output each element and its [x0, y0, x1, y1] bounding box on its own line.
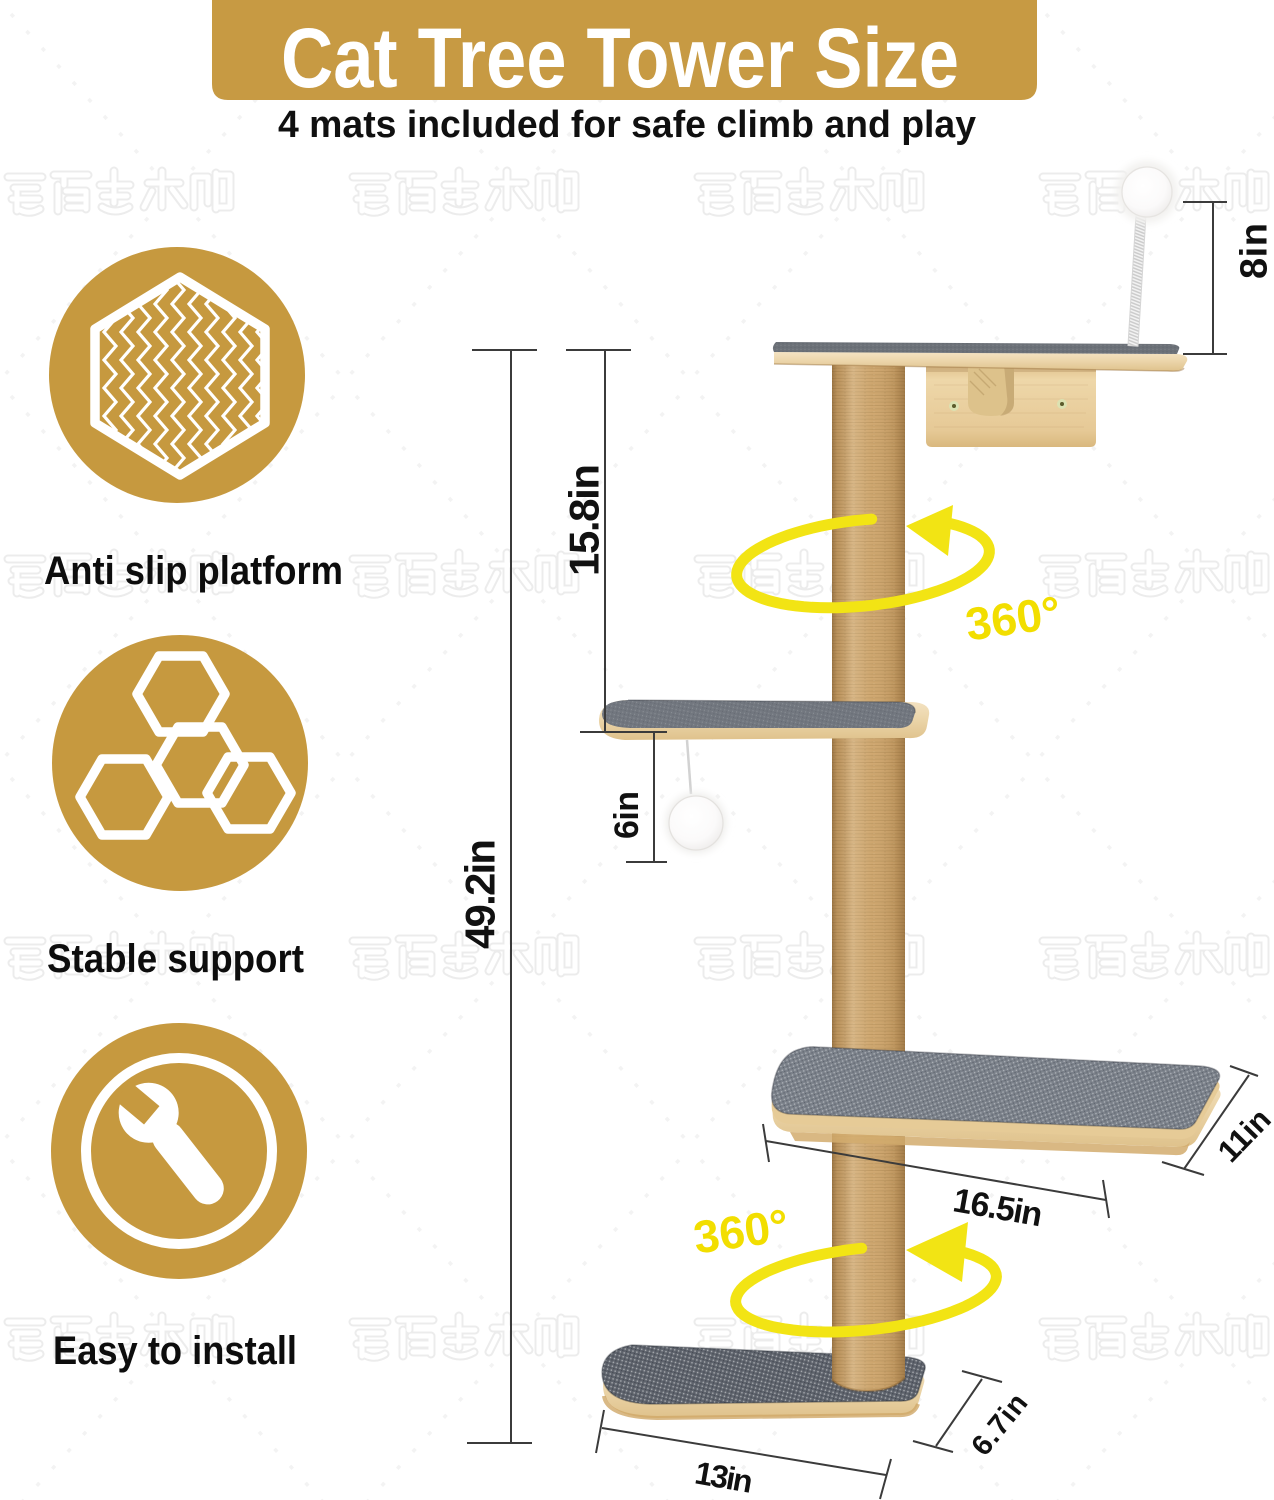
- svg-text:6in: 6in: [608, 791, 646, 839]
- svg-text:15.8in: 15.8in: [561, 464, 608, 576]
- svg-text:8in: 8in: [1233, 223, 1274, 279]
- svg-text:Stable support: Stable support: [47, 937, 304, 981]
- svg-text:Cat Tree Tower Size: Cat Tree Tower Size: [281, 11, 959, 105]
- svg-text:Anti slip platform: Anti slip platform: [44, 549, 343, 593]
- svg-text:Easy to install: Easy to install: [53, 1329, 297, 1373]
- svg-text:4 mats included for safe climb: 4 mats included for safe climb and play: [278, 104, 976, 146]
- svg-text:49.2in: 49.2in: [457, 839, 504, 949]
